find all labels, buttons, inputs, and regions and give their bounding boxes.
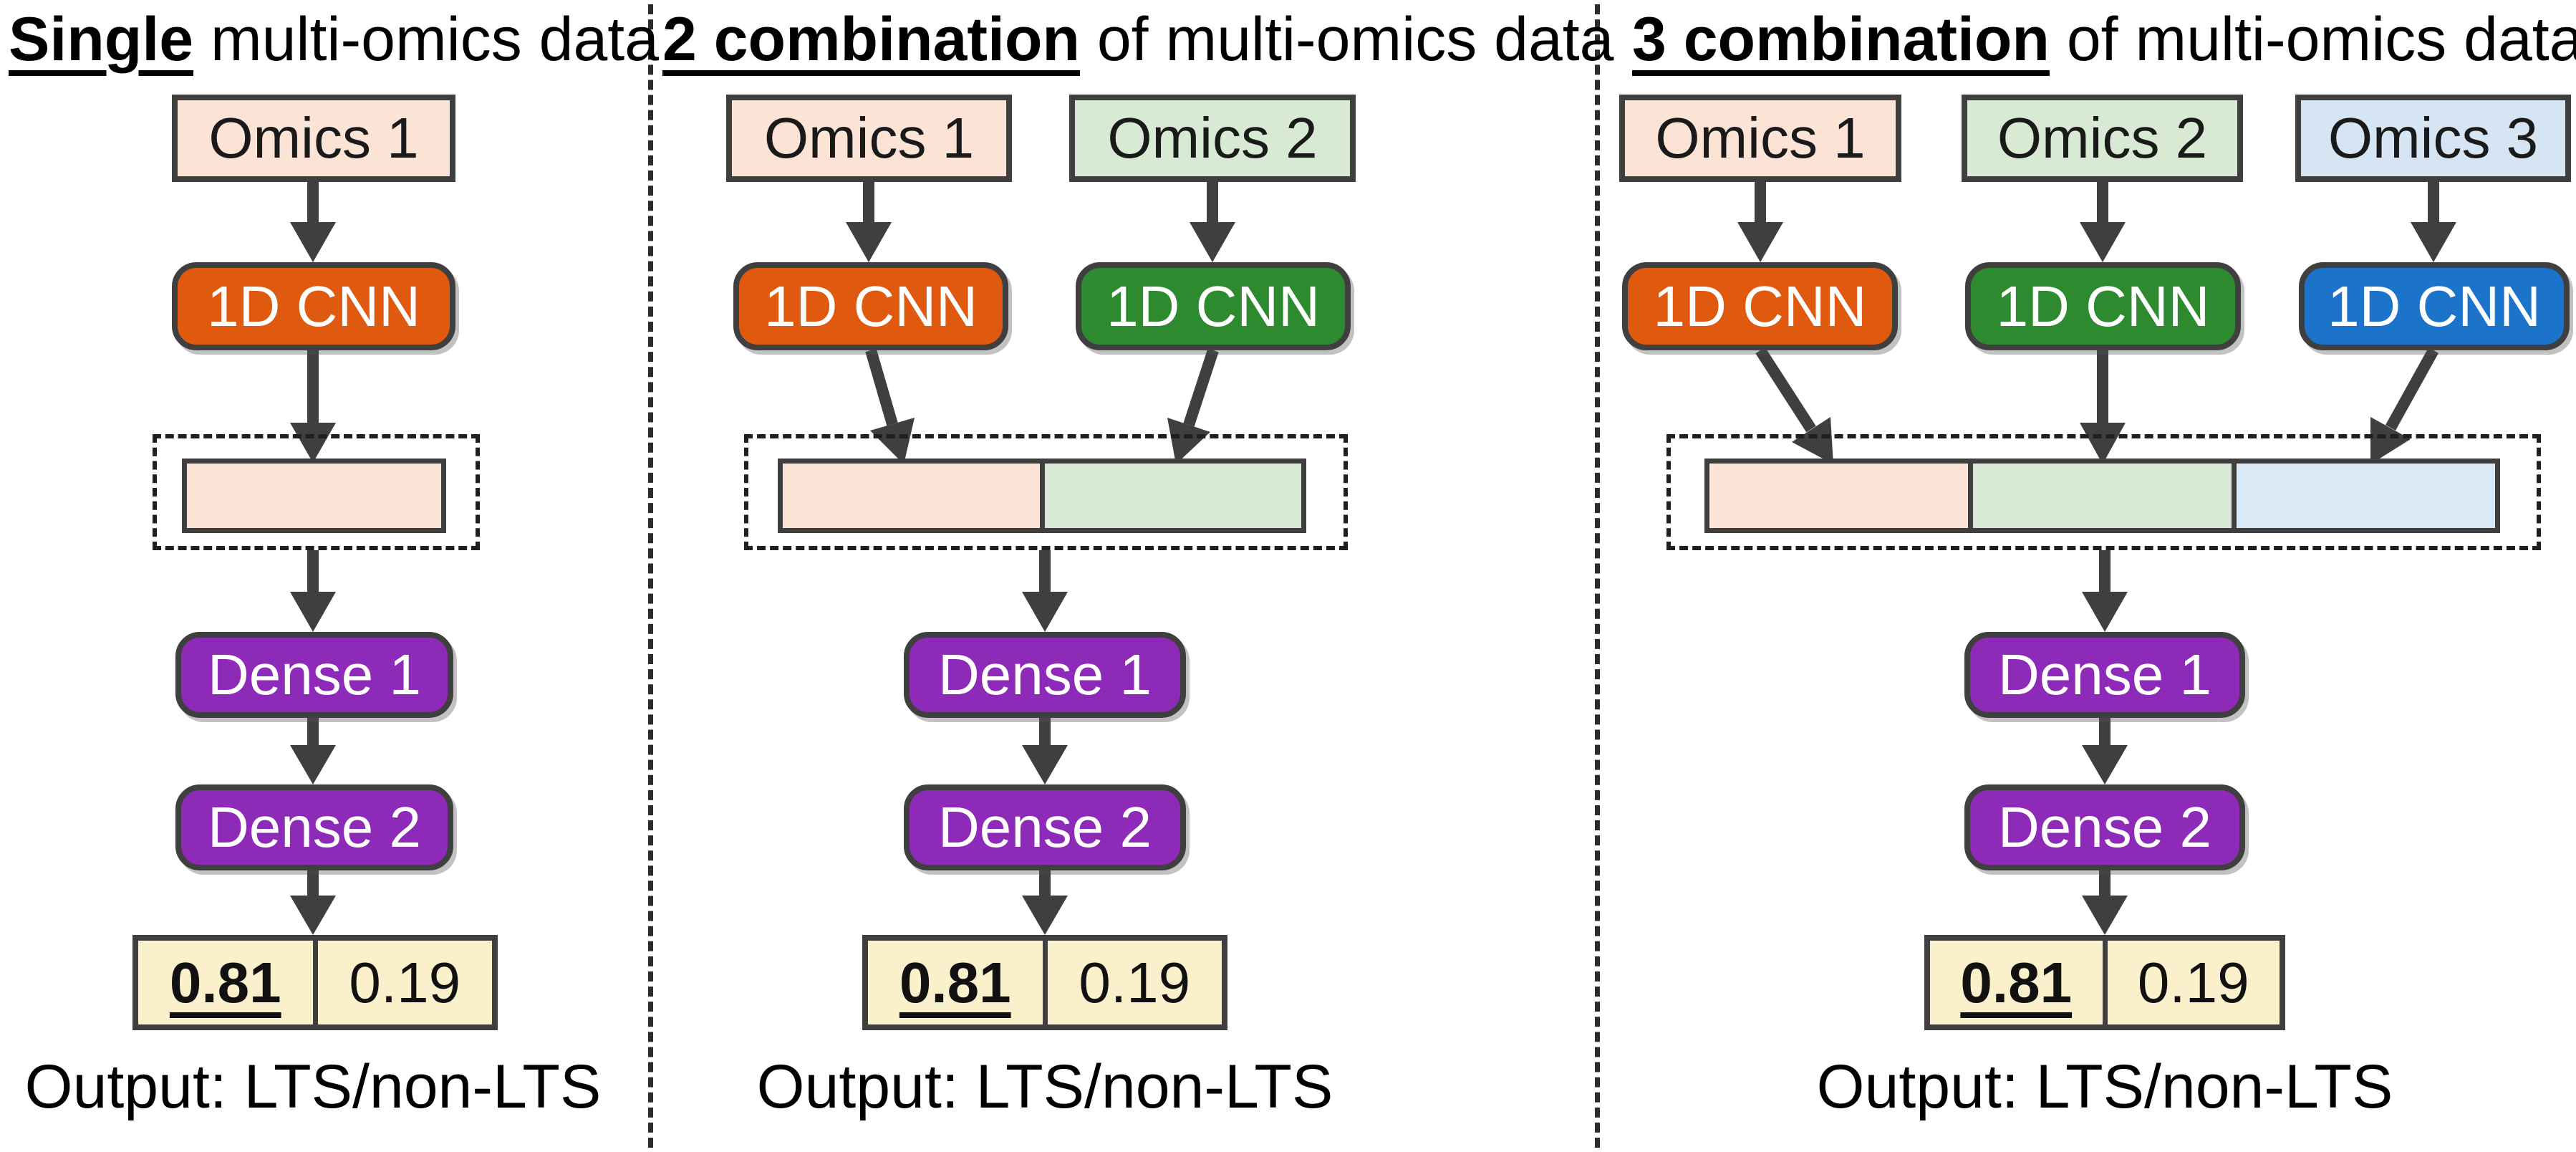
cnn-layer-box: 1D CNN	[2299, 262, 2570, 350]
panel-divider	[648, 4, 653, 1148]
output-label: Output: LTS/non-LTS	[756, 1052, 1333, 1121]
diagonal-arrow-icon	[865, 348, 915, 464]
panel-title-emphasis: 2 combination	[662, 5, 1080, 74]
down-arrow-icon	[2082, 718, 2128, 784]
panel-title: 3 combination of multi-omics data	[1632, 7, 2576, 72]
prob-value: 0.19	[349, 950, 461, 1014]
output-prob-cell: 0.19	[2102, 941, 2280, 1024]
box-label: 1D CNN	[764, 274, 978, 338]
prob-value: 0.19	[2137, 950, 2249, 1014]
dense-layer-box: Dense 1	[904, 632, 1186, 718]
down-arrow-icon	[1022, 870, 1068, 935]
box-label: Omics 2	[1107, 106, 1318, 170]
feature-vector-bar	[1704, 459, 2500, 533]
box-label: Omics 1	[763, 106, 975, 170]
prob-value: 0.19	[1079, 950, 1191, 1014]
cnn-layer-box: 1D CNN	[1076, 262, 1351, 350]
omics-input-box: Omics 2	[1962, 95, 2243, 182]
box-label: 1D CNN	[1996, 274, 2210, 338]
cnn-layer-box: 1D CNN	[733, 262, 1008, 350]
feature-vector-segment	[1039, 464, 1301, 528]
dense-layer-box: Dense 1	[175, 632, 453, 718]
down-arrow-icon	[1022, 718, 1068, 784]
omics-input-box: Omics 1	[1619, 95, 1901, 182]
panel-title-emphasis: 3 combination	[1632, 5, 2050, 74]
dense-layer-box: Dense 1	[1964, 632, 2245, 718]
box-label: Dense 2	[208, 795, 421, 859]
concat-dashed-region	[744, 434, 1348, 550]
feature-vector-segment	[783, 464, 1040, 528]
down-arrow-icon	[2080, 350, 2126, 464]
down-arrow-icon	[2080, 182, 2126, 262]
output-label: Output: LTS/non-LTS	[1816, 1052, 2393, 1121]
output-probability-box: 0.81 0.19	[862, 935, 1227, 1030]
omics-input-box: Omics 1	[172, 95, 455, 182]
feature-vector-bar	[182, 459, 446, 533]
feature-vector-segment	[1968, 464, 2232, 528]
down-arrow-icon	[290, 870, 336, 935]
box-label: Omics 2	[1997, 106, 2208, 170]
box-label: 1D CNN	[1653, 274, 1867, 338]
box-label: Dense 1	[938, 643, 1152, 706]
box-label: Dense 2	[938, 795, 1152, 859]
omics-input-box: Omics 3	[2295, 95, 2571, 182]
dense-layer-box: Dense 2	[1964, 784, 2245, 870]
box-label: Dense 1	[208, 643, 421, 706]
prob-value: 0.81	[1960, 950, 2073, 1014]
panel-title: Single multi-omics data	[9, 7, 659, 72]
box-label: 1D CNN	[207, 274, 420, 338]
panel-title-rest: of multi-omics data	[1079, 5, 1614, 74]
down-arrow-icon	[290, 182, 336, 262]
panel-title-emphasis: Single	[9, 5, 194, 74]
box-label: Omics 1	[208, 106, 419, 170]
panel-divider	[1595, 4, 1600, 1148]
box-label: Dense 2	[1998, 795, 2211, 859]
down-arrow-icon	[1022, 550, 1068, 632]
box-label: Omics 3	[2327, 106, 2539, 170]
down-arrow-icon	[1190, 182, 1235, 262]
down-arrow-icon	[846, 182, 892, 262]
omics-input-box: Omics 2	[1069, 95, 1356, 182]
feature-vector-segment	[1709, 464, 1968, 528]
output-prob-cell: 0.19	[312, 941, 493, 1024]
output-probability-box: 0.81 0.19	[1924, 935, 2285, 1030]
prob-value: 0.81	[169, 950, 281, 1014]
panel-title: 2 combination of multi-omics data	[662, 7, 1614, 72]
cnn-layer-box: 1D CNN	[172, 262, 455, 350]
down-arrow-icon	[290, 350, 336, 463]
diagonal-arrow-icon	[2370, 347, 2438, 464]
omics-input-box: Omics 1	[726, 95, 1012, 182]
output-label: Output: LTS/non-LTS	[24, 1052, 602, 1121]
diagonal-arrow-icon	[1167, 348, 1219, 464]
cnn-layer-box: 1D CNN	[1622, 262, 1898, 350]
box-label: Dense 1	[1998, 643, 2211, 706]
box-label: Omics 1	[1655, 106, 1866, 170]
dense-layer-box: Dense 2	[904, 784, 1186, 870]
prob-value: 0.81	[899, 950, 1011, 1014]
down-arrow-icon	[1737, 182, 1783, 262]
concat-dashed-region	[1666, 434, 2541, 550]
box-label: 1D CNN	[1106, 274, 1320, 338]
down-arrow-icon	[2411, 182, 2456, 262]
output-prob-cell: 0.81	[868, 941, 1043, 1024]
panel-title-rest: multi-omics data	[193, 5, 660, 74]
output-probability-box: 0.81 0.19	[132, 935, 498, 1030]
cnn-layer-box: 1D CNN	[1965, 262, 2241, 350]
feature-vector-segment	[187, 464, 441, 528]
diagonal-arrow-icon	[1755, 347, 1833, 464]
output-prob-cell: 0.19	[1042, 941, 1222, 1024]
concat-dashed-region	[153, 434, 480, 550]
box-label: 1D CNN	[2327, 274, 2541, 338]
down-arrow-icon	[2082, 870, 2128, 935]
dense-layer-box: Dense 2	[175, 784, 453, 870]
output-prob-cell: 0.81	[1930, 941, 2103, 1024]
down-arrow-icon	[290, 718, 336, 784]
panel-title-rest: of multi-omics data	[2049, 5, 2576, 74]
down-arrow-icon	[2082, 550, 2128, 632]
down-arrow-icon	[290, 550, 336, 632]
feature-vector-bar	[778, 459, 1306, 533]
output-prob-cell: 0.81	[138, 941, 313, 1024]
feature-vector-segment	[2232, 464, 2495, 528]
